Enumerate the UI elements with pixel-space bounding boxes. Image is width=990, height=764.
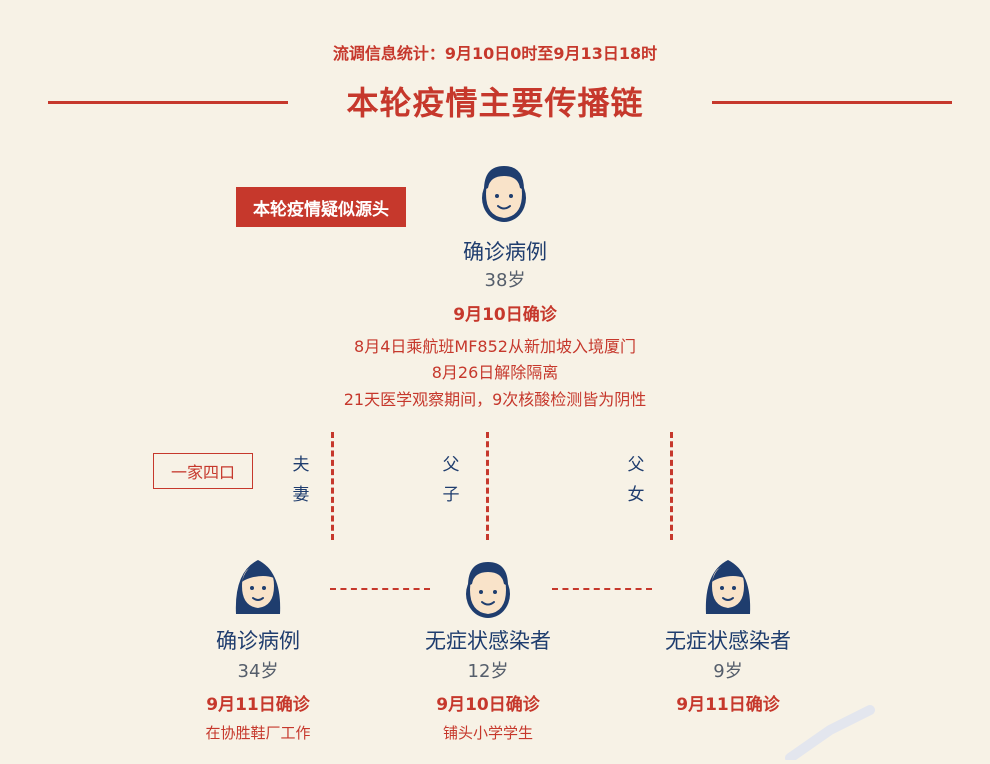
index-case-date: 9月10日确诊 — [453, 305, 557, 325]
boy-avatar-icon — [460, 556, 516, 626]
man-avatar-icon — [476, 160, 532, 230]
son-connector — [486, 432, 489, 540]
index-case-type: 确诊病例 — [463, 240, 547, 264]
girl-avatar-icon — [700, 552, 756, 622]
member-age: 12岁 — [467, 661, 509, 682]
index-case-age: 38岁 — [484, 270, 526, 291]
sibling-connector-right — [552, 588, 652, 590]
member-age: 9岁 — [713, 661, 743, 682]
member-age: 34岁 — [237, 661, 279, 682]
title-rule-right — [712, 101, 952, 104]
relation-son-label: 父子 — [442, 455, 460, 505]
daughter-connector — [670, 432, 673, 540]
title-rule-left — [48, 101, 288, 104]
source-tag: 本轮疫情疑似源头 — [236, 187, 406, 227]
index-case-detail: 21天医学观察期间，9次核酸检测皆为阴性 — [343, 390, 647, 409]
member-note: 在协胜鞋厂工作 — [205, 724, 311, 742]
family-tag: 一家四口 — [153, 453, 253, 489]
sibling-connector-left — [330, 588, 430, 590]
member-date: 9月11日确诊 — [206, 695, 310, 715]
spouse-connector — [331, 432, 334, 540]
relation-daughter-label: 父女 — [627, 455, 645, 505]
relation-spouse-label: 夫妻 — [292, 455, 310, 505]
index-case-detail: 8月26日解除隔离 — [431, 363, 559, 382]
member-type: 无症状感染者 — [665, 629, 791, 653]
woman-avatar-icon — [230, 552, 286, 622]
index-case-detail: 8月4日乘航班MF852从新加坡入境厦门 — [354, 337, 636, 356]
member-date: 9月10日确诊 — [436, 695, 540, 715]
page-title: 本轮疫情主要传播链 — [346, 84, 644, 122]
member-date: 9月11日确诊 — [676, 695, 780, 715]
member-note: 铺头小学学生 — [442, 724, 533, 742]
watermark-decoration — [770, 700, 890, 763]
member-type: 确诊病例 — [216, 629, 300, 653]
stats-subtitle: 流调信息统计：9月10日0时至9月13日18时 — [332, 44, 658, 63]
member-type: 无症状感染者 — [425, 629, 551, 653]
